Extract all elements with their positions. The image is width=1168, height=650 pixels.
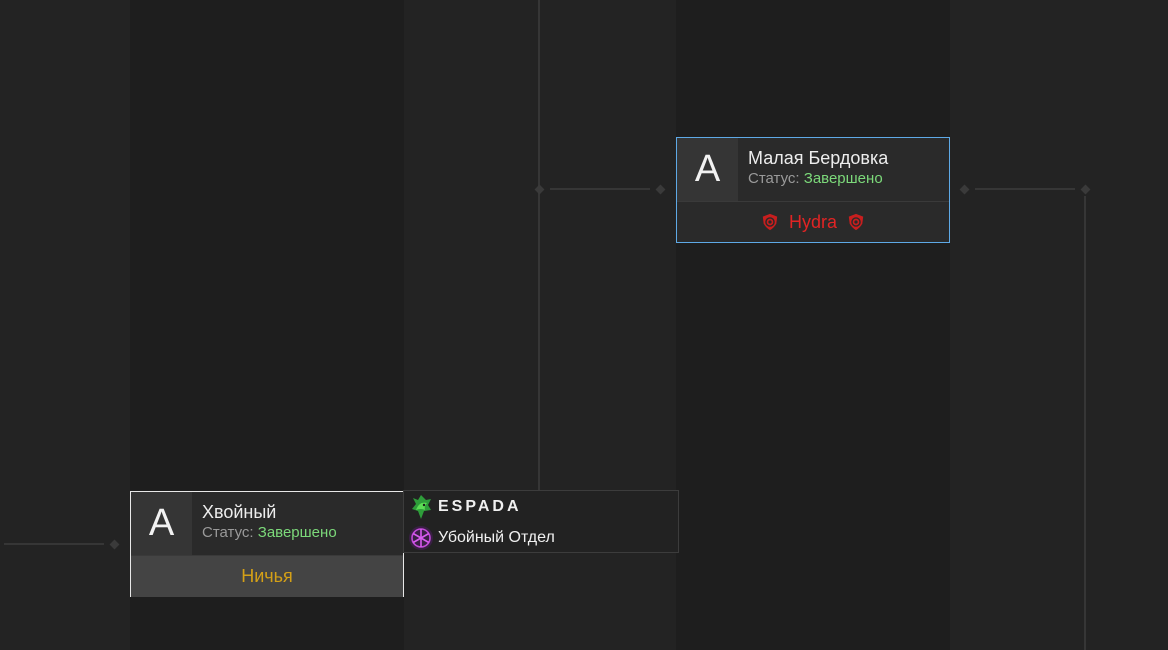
team-name: Убойный Отдел bbox=[438, 528, 555, 546]
match-name: Малая Бердовка bbox=[748, 148, 889, 168]
status-label: Статус: bbox=[202, 524, 254, 541]
match-letter: A bbox=[677, 138, 738, 201]
hydra-shield-icon bbox=[848, 213, 864, 231]
match-card-malaya-berdovka[interactable]: A Малая Бердовка Статус: Завершено Hydra bbox=[676, 137, 950, 243]
connector-line bbox=[550, 188, 650, 190]
connector-line bbox=[1084, 196, 1086, 650]
winner-name: Hydra bbox=[788, 211, 837, 232]
bracket-column bbox=[0, 0, 130, 650]
hydra-shield-icon bbox=[762, 213, 778, 231]
match-status: Статус: Завершено bbox=[748, 169, 888, 189]
bracket-column bbox=[676, 0, 950, 650]
match-result: Hydra bbox=[677, 201, 949, 242]
connector-line bbox=[4, 543, 104, 545]
team-row[interactable]: Убойный Отдел bbox=[404, 522, 678, 553]
bracket-column bbox=[950, 0, 1168, 650]
team-name: ESPADA bbox=[438, 497, 522, 515]
match-status: Статус: Завершено bbox=[202, 523, 337, 543]
match-name: Хвойный bbox=[202, 502, 277, 522]
espada-logo-icon bbox=[412, 494, 431, 519]
team-row[interactable]: ESPADA bbox=[404, 491, 678, 522]
match-card-khvoyny[interactable]: A Хвойный Статус: Завершено Ничья bbox=[130, 491, 404, 597]
match-result: Ничья bbox=[131, 555, 403, 597]
match-letter: A bbox=[131, 492, 192, 555]
status-label: Статус: bbox=[748, 170, 800, 187]
connector-line bbox=[975, 188, 1075, 190]
snowflake-logo-icon bbox=[409, 525, 433, 550]
connector-line bbox=[538, 0, 540, 490]
teams-panel[interactable]: ESPADA Убойный Отдел bbox=[403, 490, 679, 553]
status-value: Завершено bbox=[803, 170, 883, 187]
status-value: Завершено bbox=[257, 524, 337, 541]
